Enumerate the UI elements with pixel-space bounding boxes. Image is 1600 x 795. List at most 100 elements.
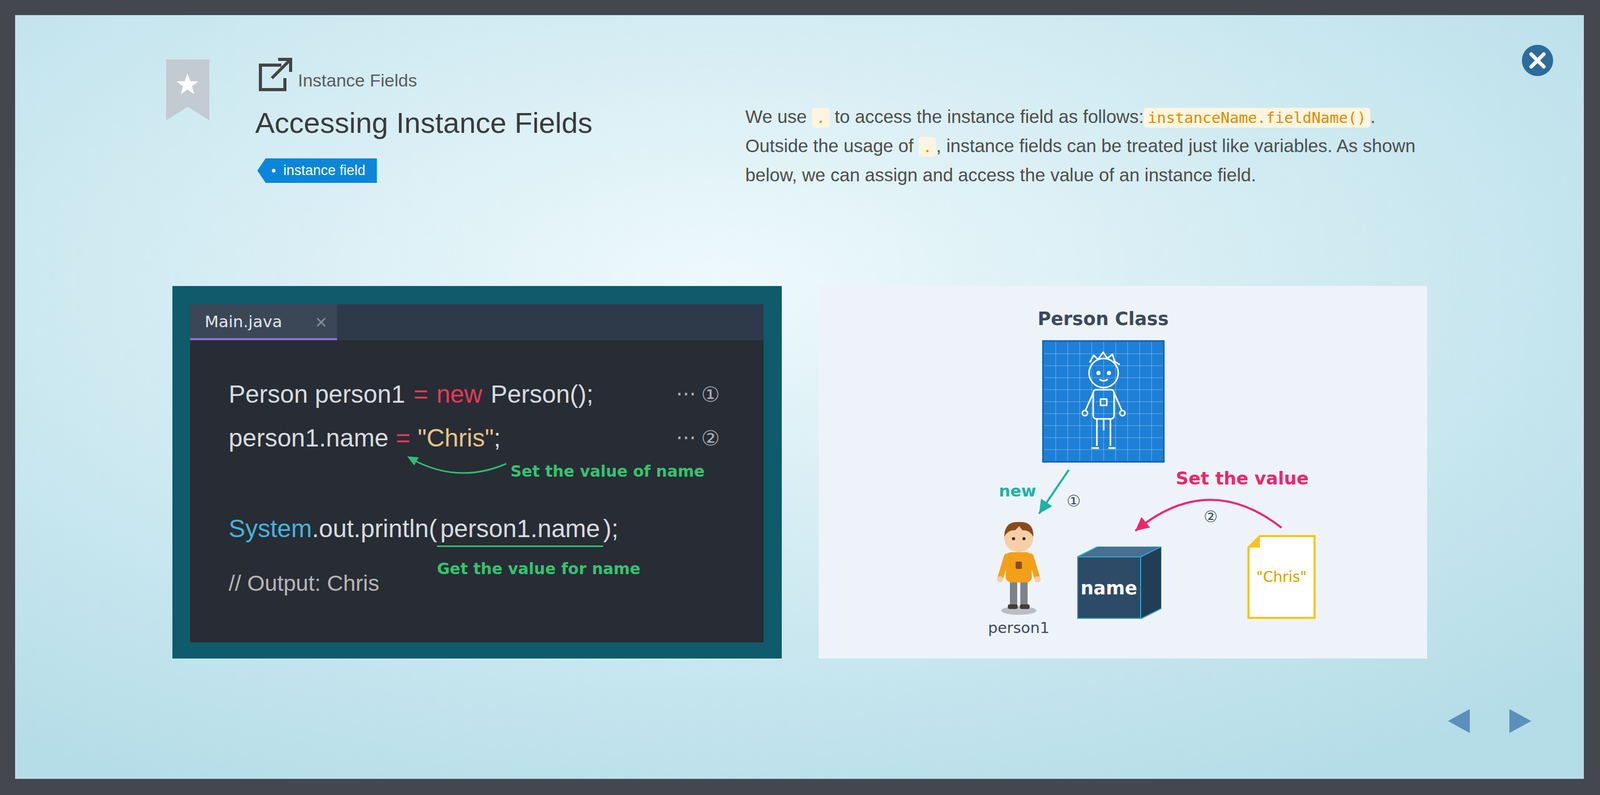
grid-line — [1139, 341, 1141, 461]
grid-line — [1151, 341, 1153, 461]
breadcrumb: Instance Fields — [297, 70, 418, 91]
figure-pocket — [1015, 561, 1022, 569]
blueprint-head — [1089, 358, 1119, 388]
figure-leg — [1020, 580, 1028, 607]
node-heading: Person Class — [1025, 308, 1182, 330]
code-token: "Chris" — [417, 422, 494, 454]
blueprint-legs — [1096, 418, 1111, 446]
blueprint-box — [1042, 340, 1165, 463]
inline-code: instanceName.fieldName() — [1143, 107, 1371, 128]
blueprint-mouth — [1099, 379, 1108, 381]
figure-leg — [1009, 580, 1018, 607]
tab-title: Main.java — [204, 311, 283, 331]
grid-line — [1115, 341, 1117, 461]
node-shape — [1043, 341, 1164, 461]
diagram-panel — [818, 285, 1428, 659]
blueprint-feet — [1091, 447, 1116, 449]
figure-shoe — [1019, 604, 1030, 609]
code-line: System.out.println(person1.name); — [228, 513, 619, 547]
close-cross — [1531, 54, 1544, 67]
code-token: Person person1 — [228, 378, 406, 410]
blueprint-eye — [1096, 371, 1100, 375]
bookmark-icon — [166, 59, 210, 121]
document-fold — [1248, 535, 1260, 548]
code-line: person1.name="Chris"; — [228, 422, 501, 454]
page-title: Accessing Instance Fields — [255, 105, 593, 140]
tag-dot — [271, 168, 276, 173]
code-token: person1.name — [228, 422, 389, 454]
figure-hand — [1034, 576, 1041, 583]
instance-node: person1 — [984, 515, 1053, 641]
grid-line — [1127, 341, 1129, 461]
grid-line — [1043, 448, 1164, 450]
code-line: Person person1=newPerson(); — [228, 378, 594, 410]
callout: ···② — [676, 422, 720, 454]
grid-line — [1043, 413, 1164, 415]
inline-code: . — [918, 136, 936, 157]
inline-code: . — [811, 107, 830, 128]
new-arrow — [1039, 469, 1069, 514]
arrowhead — [1039, 498, 1053, 514]
cube-side — [1140, 546, 1162, 619]
code-editor — [190, 304, 764, 643]
value-document: "Chris" — [1247, 534, 1316, 619]
bookmark-star — [176, 73, 199, 95]
figure-eye — [1011, 536, 1016, 541]
close-button — [1521, 44, 1554, 77]
tab-bar — [190, 304, 764, 341]
code-panel-frame — [172, 285, 782, 659]
code-token: new — [436, 378, 483, 410]
active-tab — [190, 304, 337, 341]
callout-dots: ··· — [676, 378, 696, 410]
node-text: "Chris" — [1256, 568, 1307, 586]
figure-shoe — [1007, 604, 1018, 609]
node-text: name — [1080, 577, 1138, 599]
cube-label-area: name — [1077, 556, 1141, 619]
cube-front — [1077, 556, 1141, 619]
tag-badge: instance field — [257, 158, 378, 183]
external-link-arrow — [271, 59, 291, 79]
callout-dots: ··· — [676, 422, 696, 454]
blueprint-hand — [1082, 410, 1088, 416]
arrowhead — [1135, 516, 1150, 531]
blueprint-eye — [1107, 371, 1110, 375]
code-token: = — [395, 422, 411, 454]
figure-eye — [1022, 536, 1026, 541]
field-box: name — [1077, 546, 1162, 619]
node-caption: person1 — [984, 618, 1053, 637]
annotation-arrow — [411, 458, 507, 473]
code-token: person1.name — [436, 513, 604, 547]
code-token: = — [413, 378, 429, 410]
grid-line — [1043, 436, 1164, 439]
prev-arrow — [1447, 708, 1470, 733]
edge-label: new — [998, 481, 1037, 500]
code-token: System — [228, 513, 312, 545]
figure-shirt — [1005, 552, 1032, 583]
callout-number: ① — [1066, 491, 1081, 510]
blueprint-hand — [1119, 410, 1125, 416]
text: to access the instance field as follows: — [834, 106, 1144, 127]
document-label-area: "Chris" — [1247, 534, 1316, 619]
blueprint-pocket — [1100, 398, 1107, 406]
figure-hair — [1004, 521, 1034, 537]
description-paragraph: We use.to access the instance field as f… — [745, 102, 1418, 190]
class-blueprint-node: Person Class — [1025, 307, 1182, 463]
tab-underline — [190, 338, 337, 341]
code-token: ; — [493, 422, 501, 454]
blueprint-arms — [1085, 392, 1122, 411]
value-arrow — [1135, 499, 1282, 531]
callout-number: ② — [1203, 507, 1218, 526]
document-outline — [1248, 535, 1315, 618]
code-annotation: Set the value of name — [510, 461, 705, 481]
text: We use — [745, 106, 807, 127]
code-token: ); — [603, 513, 619, 545]
node-shape — [984, 515, 1053, 618]
figure-shadow — [1001, 606, 1037, 615]
blueprint-body — [1093, 389, 1115, 419]
grid-line — [1043, 401, 1164, 403]
tab-close: × — [314, 312, 328, 331]
callout: ···① — [676, 378, 720, 410]
code-token: .out.println( — [311, 513, 437, 545]
